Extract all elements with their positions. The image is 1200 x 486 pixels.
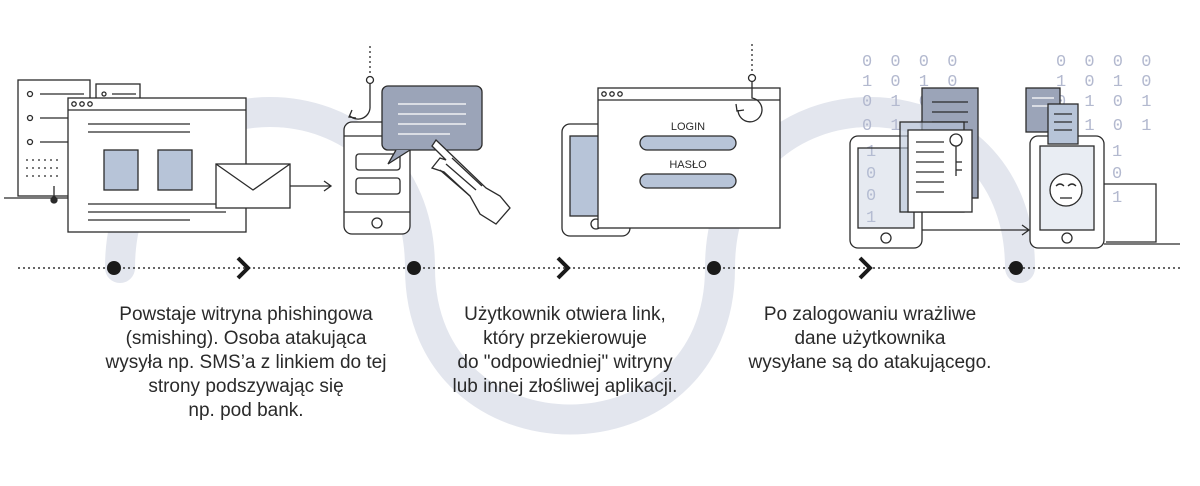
svg-text:0: 0 bbox=[1112, 165, 1126, 184]
timeline-node-3 bbox=[707, 261, 721, 275]
step-2-caption: Użytkownik otwiera link, który przekiero… bbox=[452, 304, 678, 397]
timeline-node-4 bbox=[1009, 261, 1023, 275]
timeline-node-2 bbox=[407, 261, 421, 275]
svg-text:0 1 0 1: 0 1 0 1 bbox=[1056, 93, 1155, 112]
key-icon bbox=[949, 133, 963, 176]
stolen-document-icon bbox=[899, 87, 979, 213]
login-browser-window bbox=[597, 87, 781, 229]
background-wave bbox=[105, 97, 1035, 435]
chevron-right-icon bbox=[858, 256, 873, 280]
svg-text:0 0 0 0: 0 0 0 0 bbox=[1056, 53, 1155, 72]
laptop-icon bbox=[1104, 183, 1180, 245]
svg-text:1: 1 bbox=[1112, 143, 1126, 162]
svg-text:0 1 0 1: 0 1 0 1 bbox=[1056, 117, 1155, 136]
data-transfer-arrow bbox=[922, 224, 1031, 236]
binary-data-right: 0 0 0 0 1 0 1 0 0 1 0 1 0 1 0 1 1 0 1 bbox=[1056, 53, 1155, 208]
svg-text:1 0 1 0: 1 0 1 0 bbox=[862, 73, 961, 92]
chevron-right-icon bbox=[236, 256, 251, 280]
svg-text:1: 1 bbox=[866, 209, 880, 228]
step-3-caption: Po zalogowaniu wrażliwe dane użytkownika… bbox=[748, 304, 992, 373]
password-label: HASŁO bbox=[669, 159, 707, 171]
login-label: LOGIN bbox=[671, 121, 705, 133]
envelope-icon bbox=[215, 163, 333, 209]
hacker-mask-icon bbox=[1049, 173, 1083, 207]
step-1-caption: Powstaje witryna phishingowa (smishing).… bbox=[105, 304, 387, 421]
svg-text:1 0 1 0: 1 0 1 0 bbox=[1056, 73, 1155, 92]
svg-text:1: 1 bbox=[866, 143, 880, 162]
svg-text:0: 0 bbox=[866, 187, 880, 206]
chevron-right-icon bbox=[556, 256, 571, 280]
svg-text:0: 0 bbox=[866, 165, 880, 184]
hand-pointer-icon bbox=[430, 138, 511, 225]
svg-text:0 0 0 0: 0 0 0 0 bbox=[862, 53, 961, 72]
chat-bubble-icon bbox=[381, 85, 483, 165]
hook-icon bbox=[735, 44, 763, 123]
timeline-node-1 bbox=[107, 261, 121, 275]
svg-text:1: 1 bbox=[1112, 189, 1126, 208]
received-document-icon bbox=[1025, 87, 1079, 145]
